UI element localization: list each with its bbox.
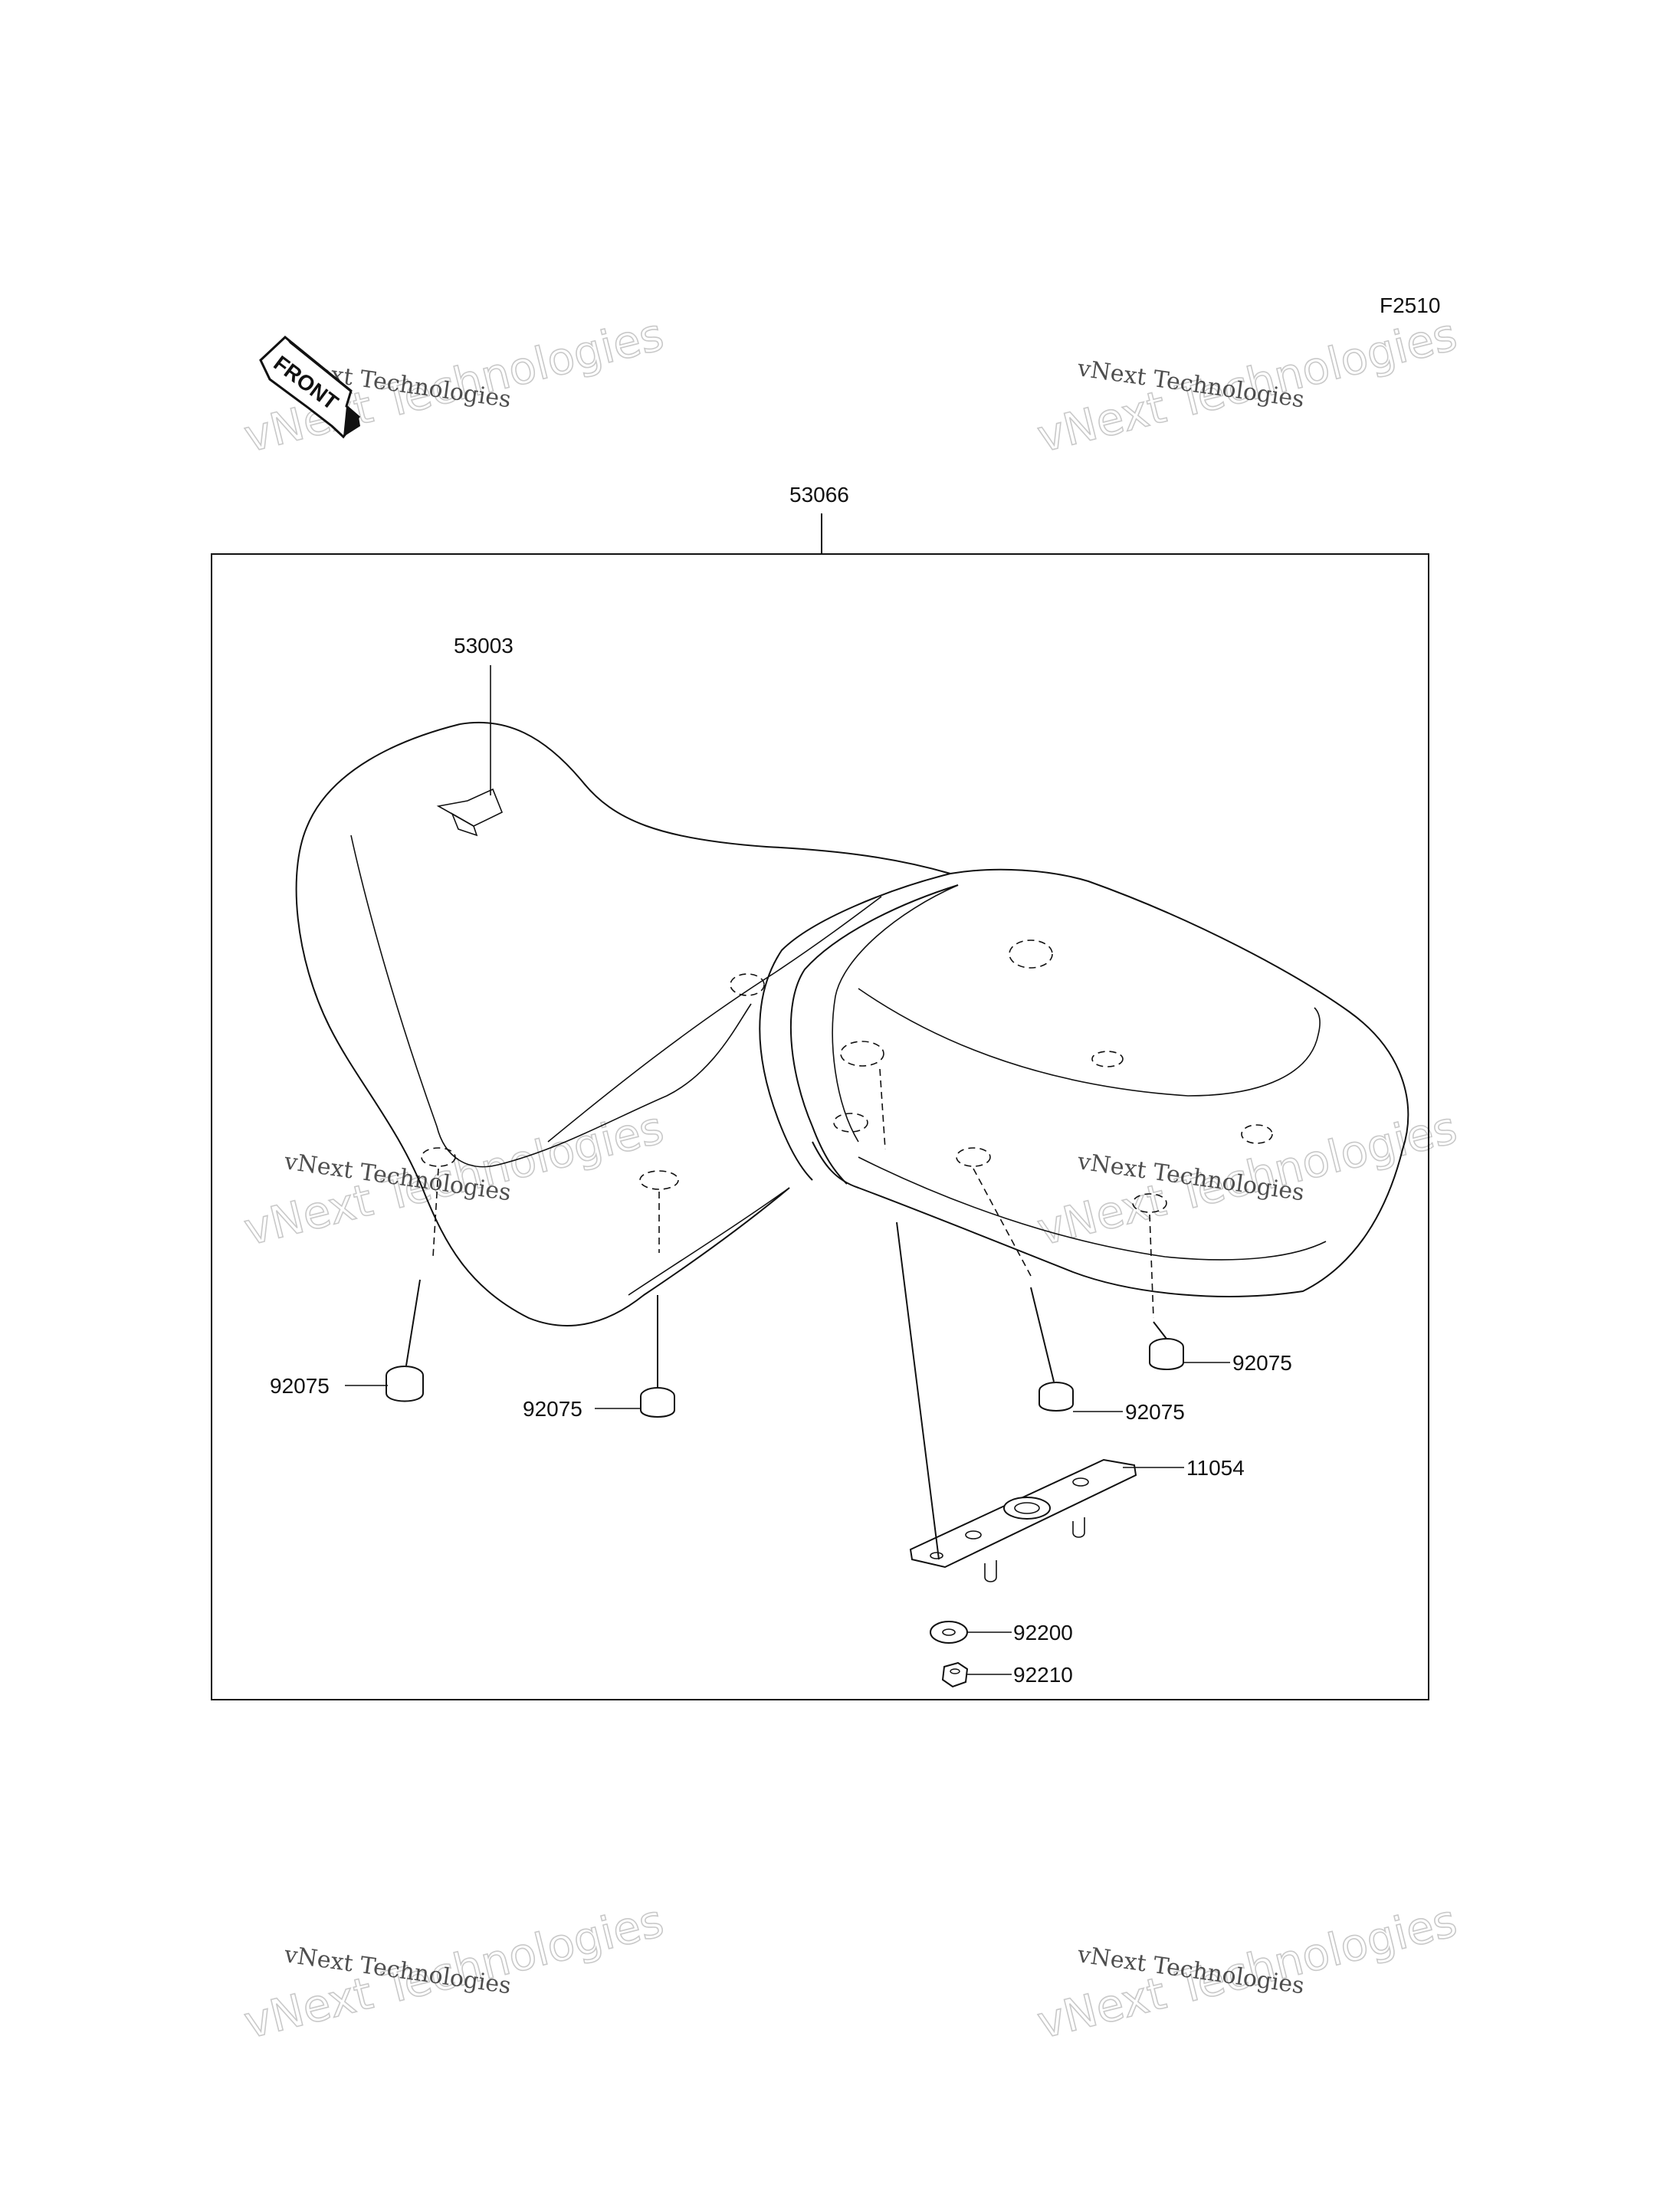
damper-center-right	[1039, 1382, 1074, 1412]
label-92075-center-right: 92075	[1125, 1400, 1185, 1424]
label-92075-center-left: 92075	[523, 1397, 582, 1421]
installation-guides	[405, 1068, 1167, 1560]
assembly-label: 53066	[789, 483, 849, 507]
watermark-bottom-right: vNext Technologies vNext Technologies	[1032, 1894, 1462, 2049]
watermark-top-right: vNext Technologies vNext Technologies	[1032, 307, 1462, 463]
damper-front-left	[386, 1366, 424, 1402]
part-labels: 53003 92075 92075 92075 92075 11054 9220…	[270, 634, 1292, 1687]
label-11054: 11054	[1186, 1456, 1245, 1480]
seat-bracket	[909, 1458, 1137, 1582]
figure-code: F2510	[1380, 293, 1440, 317]
seat-drawing	[295, 721, 1409, 1326]
washer	[930, 1621, 968, 1644]
assembly-frame	[211, 553, 1429, 1700]
damper-rear-right	[1149, 1338, 1184, 1370]
watermark-middle-right: vNext Technologies vNext Technologies	[1032, 1100, 1462, 1256]
label-92210: 92210	[1013, 1663, 1073, 1687]
label-92075-rear-right: 92075	[1232, 1351, 1292, 1375]
label-92200: 92200	[1013, 1621, 1073, 1644]
watermark-bottom-left: vNext Technologies vNext Technologies	[238, 1894, 669, 2049]
label-92075-front-left: 92075	[270, 1374, 330, 1398]
label-53003: 53003	[454, 634, 514, 657]
damper-center-left	[640, 1387, 675, 1418]
hidden-fasteners	[421, 939, 1273, 1213]
nut	[941, 1661, 969, 1688]
